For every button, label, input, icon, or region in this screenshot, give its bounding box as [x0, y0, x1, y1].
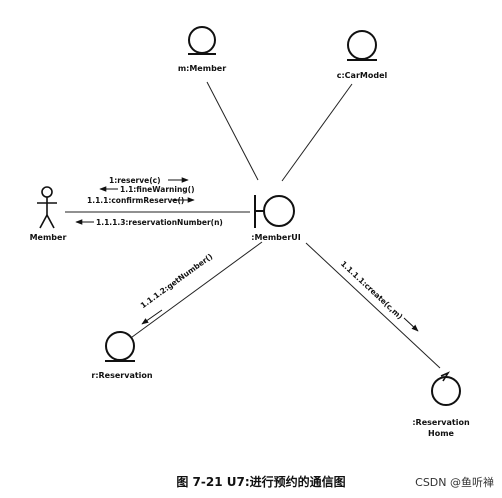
link-ui-reservation: [127, 241, 263, 341]
arrow-get-number: [141, 309, 163, 325]
message-fine-warning: 1.1:fineWarning(): [120, 185, 195, 194]
entity-carmodel-label: c:CarModel: [337, 71, 388, 80]
link-ui-reservation-home: [305, 242, 441, 369]
message-confirm-reserve: 1.1.1:confirmReserve(): [87, 196, 184, 205]
actor-member-label: Member: [30, 233, 67, 242]
association-links: [65, 81, 441, 369]
entity-member: m:Member: [178, 26, 226, 73]
control-reservation-home: :Reservation Home: [412, 371, 470, 438]
message-get-number: 1.1.1.2:getNumber(): [139, 252, 215, 310]
message-group-get-number: 1.1.1.2:getNumber(): [139, 252, 215, 310]
message-group-create: 1.1.1.1:create(c,m): [339, 259, 405, 321]
message-create: 1.1.1.1:create(c,m): [339, 259, 405, 321]
entity-reservation: r:Reservation: [91, 331, 153, 380]
actor-head: [41, 186, 53, 198]
watermark-text: CSDN @鱼听禅: [415, 475, 494, 489]
link-ui-member-entity: [206, 81, 259, 181]
entity-carmodel: c:CarModel: [337, 30, 388, 80]
actor-member: [37, 186, 57, 229]
message-reservation-number: 1.1.1.3:reservationNumber(n): [96, 218, 223, 227]
messages-actor-ui: 1:reserve(c) 1.1:fineWarning() 1.1.1:con…: [75, 176, 223, 227]
message-reserve: 1:reserve(c): [109, 176, 161, 185]
figure-caption: 图 7-21 U7:进行预约的通信图: [176, 474, 345, 489]
control-reservation-home-label-2: Home: [428, 429, 455, 438]
link-ui-carmodel: [281, 83, 353, 182]
entity-member-label: m:Member: [178, 64, 226, 73]
entity-reservation-label: r:Reservation: [91, 371, 153, 380]
control-reservation-home-label-1: :Reservation: [412, 418, 470, 427]
boundary-memberui: [254, 195, 295, 228]
boundary-memberui-label: :MemberUI: [251, 233, 301, 242]
arrow-create: [403, 317, 419, 332]
